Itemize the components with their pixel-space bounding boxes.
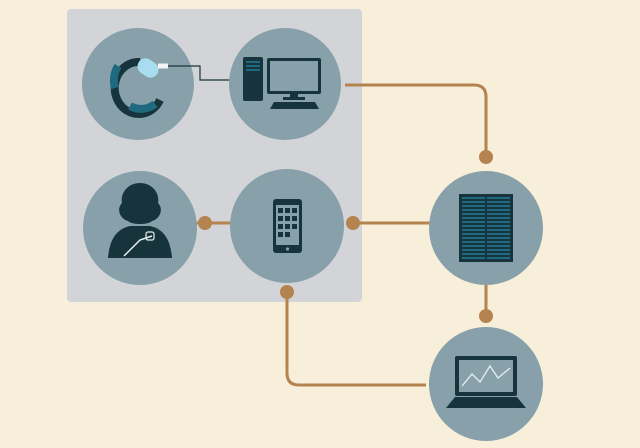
connector-dot	[198, 216, 212, 230]
server-slot	[487, 205, 510, 207]
desktop-computer-icon	[243, 57, 321, 109]
connector-dot	[479, 150, 493, 164]
app-tile	[292, 216, 297, 221]
laptop-node	[429, 327, 543, 441]
server-slot	[487, 225, 510, 227]
wristband-node	[82, 28, 242, 140]
app-tile	[285, 224, 290, 229]
server-slot	[487, 213, 510, 215]
connectors	[196, 83, 488, 387]
server-slot	[487, 217, 510, 219]
connector-dot	[280, 285, 294, 299]
server-slot	[462, 237, 485, 239]
app-tile	[278, 208, 283, 213]
server-slot	[487, 257, 510, 259]
computer-node	[229, 28, 341, 140]
server-slot	[462, 205, 485, 207]
server-slot	[487, 233, 510, 235]
server-slot	[462, 213, 485, 215]
server-slot	[462, 249, 485, 251]
server-slot	[462, 229, 485, 231]
server-slot	[462, 225, 485, 227]
person-node	[83, 171, 197, 285]
server-slot	[487, 249, 510, 251]
server-slot	[462, 241, 485, 243]
server-slot	[462, 201, 485, 203]
server-rack-icon	[459, 194, 513, 262]
server-slot	[487, 221, 510, 223]
app-tile	[292, 224, 297, 229]
server-slot	[462, 253, 485, 255]
server-slot	[487, 209, 510, 211]
app-tile	[285, 216, 290, 221]
server-slot	[487, 245, 510, 247]
server-slot	[462, 245, 485, 247]
smartphone-node	[230, 169, 344, 283]
server-slot	[487, 241, 510, 243]
server-slot	[487, 229, 510, 231]
person-icon	[108, 183, 172, 258]
server-slot	[462, 209, 485, 211]
server-slot	[462, 197, 485, 199]
server-slot	[487, 253, 510, 255]
connector-dot	[346, 216, 360, 230]
app-tile	[292, 208, 297, 213]
laptop-chart-icon	[446, 356, 526, 408]
server-slot	[462, 233, 485, 235]
app-tile	[278, 232, 283, 237]
server-slot	[462, 217, 485, 219]
server-slot	[462, 221, 485, 223]
smartphone-icon	[273, 199, 302, 253]
phone-laptop-connector	[285, 292, 426, 387]
app-tile	[285, 232, 290, 237]
server-slot	[462, 257, 485, 259]
app-tile	[285, 208, 290, 213]
server-slot	[487, 237, 510, 239]
server-node	[429, 171, 543, 285]
wristband-icon	[109, 57, 242, 118]
app-tile	[278, 224, 283, 229]
connector-dot	[479, 309, 493, 323]
app-tile	[278, 216, 283, 221]
server-slot	[487, 197, 510, 199]
computer-server-connector	[345, 83, 488, 157]
server-slot	[487, 201, 510, 203]
